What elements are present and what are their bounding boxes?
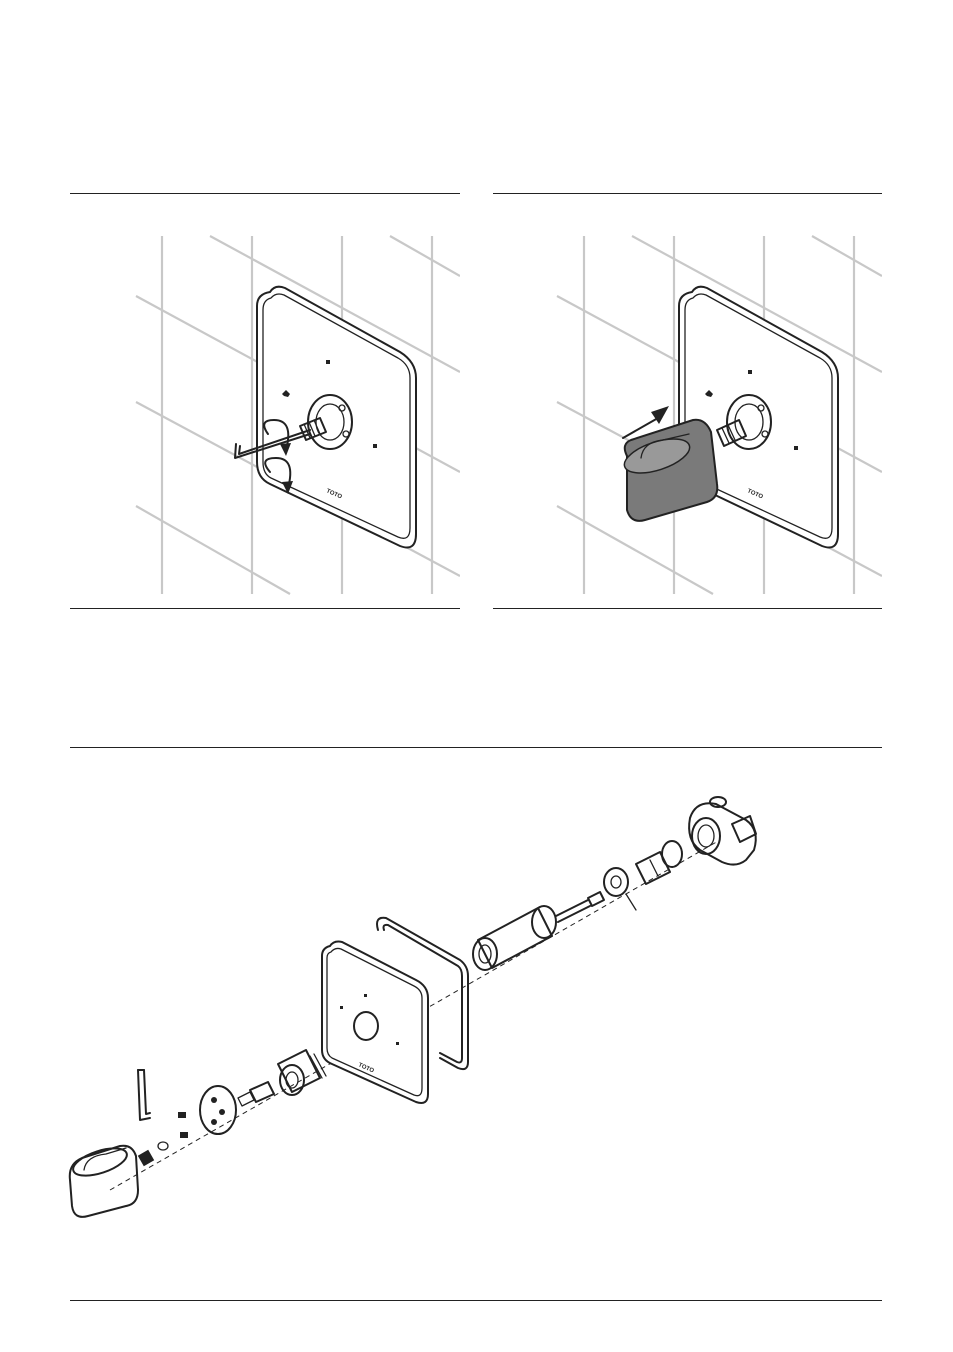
retaining-clip-icon [158,1142,168,1150]
trim-plate-icon: TOTO [257,287,416,548]
handle-knob-icon [620,420,717,521]
exploded-diagram: TOTO [60,760,882,1290]
wall-tile-illustration-2: TOTO [493,194,882,608]
rule-mid-right [493,608,882,609]
threaded-rod-icon [556,892,604,922]
trim-plate-icon: TOTO [679,287,838,548]
rule-bottom [70,1300,882,1301]
hex-key-icon [138,1070,150,1120]
stem-extension-icon [238,1082,274,1106]
wall-tile-illustration: TOTO [70,194,460,608]
plate-mark-top [748,370,752,374]
plate-mark-top [326,360,330,364]
rule-section-divider [70,747,882,748]
trim-plate-icon: TOTO [322,942,428,1104]
lock-nut-icon [604,868,636,910]
exploded-parts-view: TOTO [60,760,882,1290]
sleeve-icon [278,1050,326,1095]
panel-remove-handle: TOTO [70,194,460,608]
cartridge-icon [636,841,682,884]
valve-body-icon [689,797,756,865]
mounting-screws-icon [178,1112,188,1138]
plate-mark-right [373,444,377,448]
rule-mid-left [70,608,460,609]
plate-mark-right [794,446,798,450]
set-screw-icon [138,1150,154,1166]
panel-install-handle: TOTO [493,194,882,608]
extension-sleeve-icon [473,906,556,970]
adapter-plate-icon [200,1086,236,1134]
